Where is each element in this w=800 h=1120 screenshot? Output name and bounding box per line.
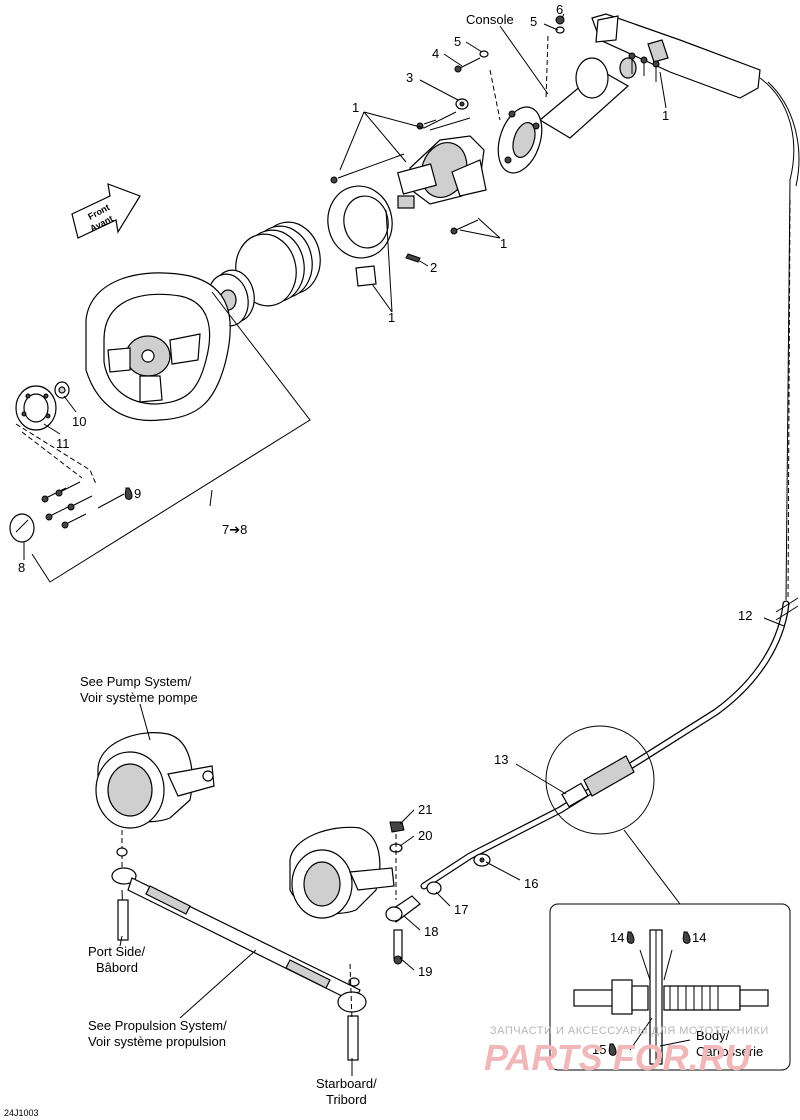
steering-wheel-fasteners [9,381,97,543]
label-5: 5 [454,34,461,49]
drop-icon [626,931,635,944]
label-starboard-1: Starboard/ [316,1076,377,1091]
front-arrow: Front Avant [71,183,141,239]
steering-column [538,13,800,601]
label-starboard-2: Tribord [326,1092,367,1107]
label-1-helm: 1 [500,236,507,251]
console-flange [489,35,549,174]
label-1-column: 1 [662,108,669,123]
label-14-left: 14 [610,930,624,945]
label-4: 4 [432,46,439,61]
label-9: 9 [134,486,141,501]
watermark-line1: ЗАПЧАСТИ И АКСЕССУАРЫ ДЛЯ МОТОТЕХНИКИ [490,1025,769,1037]
label-21: 21 [418,802,432,817]
console-fasteners [330,15,565,235]
label-20: 20 [418,828,432,843]
label-13: 13 [494,752,508,767]
label-16: 16 [524,876,538,891]
leader-lines [23,13,785,1076]
labels: Console 6 5 5 4 3 1 1 1 2 1 10 11 9 7➔8 … [4,2,763,1118]
label-propulsion-2: Voir système propulsion [88,1034,226,1049]
pump-nozzle-starboard [289,821,421,965]
label-18: 18 [424,924,438,939]
label-7-8: 7➔8 [222,522,247,537]
label-12: 12 [738,608,752,623]
pump-nozzle-port [95,732,215,870]
label-propulsion-1: See Propulsion System/ [88,1018,227,1033]
label-6: 6 [556,2,563,17]
cover-screws [41,481,93,529]
steering-helm [396,117,487,209]
label-body-1: Body/ [696,1028,730,1043]
kit-bracket [31,291,311,583]
drop-icon [608,1043,617,1056]
label-15: 15 [592,1042,606,1057]
label-pump-1: See Pump System/ [80,674,192,689]
label-pump-2: Voir système pompe [80,690,198,705]
label-19: 19 [418,964,432,979]
label-5b: 5 [530,14,537,29]
watermark-line2: PARTS FOR.RU [484,1037,752,1078]
label-11: 11 [56,436,70,451]
drop-icon [124,487,133,500]
label-14-right: 14 [692,930,706,945]
steering-wheel [85,272,231,422]
label-8: 8 [18,560,25,575]
label-3: 3 [406,70,413,85]
steering-cable [420,597,799,895]
label-10: 10 [72,414,86,429]
label-1-top: 1 [352,100,359,115]
diagram-code: 24J1003 [4,1108,39,1118]
drop-icon [682,931,691,944]
label-17: 17 [454,902,468,917]
label-port-2: Bâbord [96,960,138,975]
detail-magnifier [545,725,791,1071]
steering-hub-parts [207,185,421,327]
drop-icons [124,487,691,1056]
label-console: Console [466,12,514,27]
label-1-bottom: 1 [388,310,395,325]
tie-rod [111,847,367,1061]
watermark: ЗАПЧАСТИ И АКСЕССУАРЫ ДЛЯ МОТОТЕХНИКИ PA… [484,1025,769,1078]
label-2: 2 [430,260,437,275]
label-port-1: Port Side/ [88,944,145,959]
label-body-2: Carrosserie [696,1044,763,1059]
